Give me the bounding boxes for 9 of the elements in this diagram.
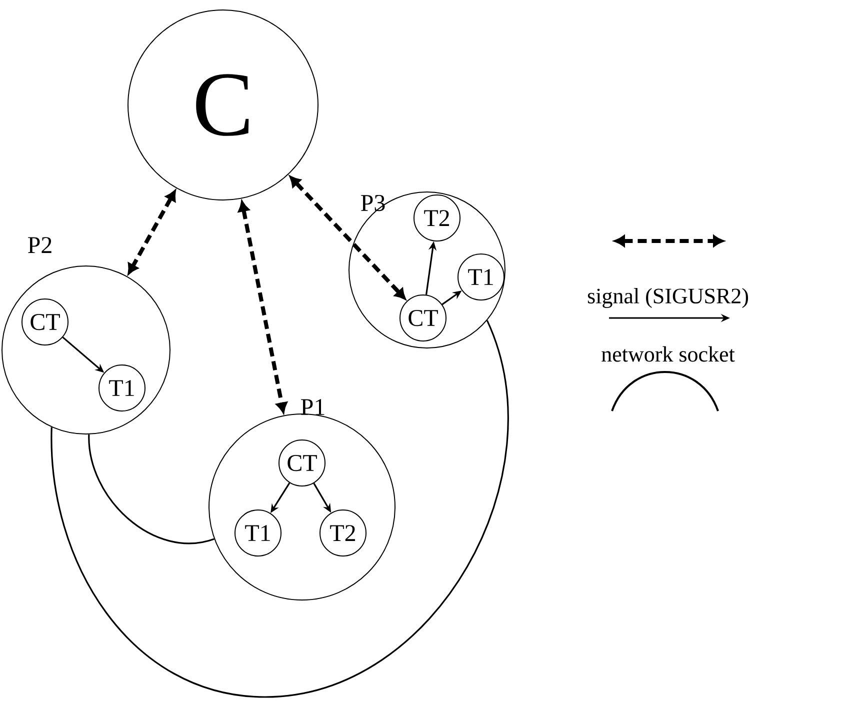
- node-label: P1: [301, 399, 324, 415]
- dashed-arrow: [290, 176, 406, 300]
- dashed-arrow: [238, 201, 288, 413]
- dashed-arrow: [128, 190, 176, 274]
- legend-text: signal (SIGUSR2): [588, 288, 748, 308]
- legend-text: network socket: [602, 346, 735, 362]
- socket-line: [88, 434, 214, 544]
- node-label: P2: [28, 237, 52, 253]
- socket-line: [50, 320, 508, 698]
